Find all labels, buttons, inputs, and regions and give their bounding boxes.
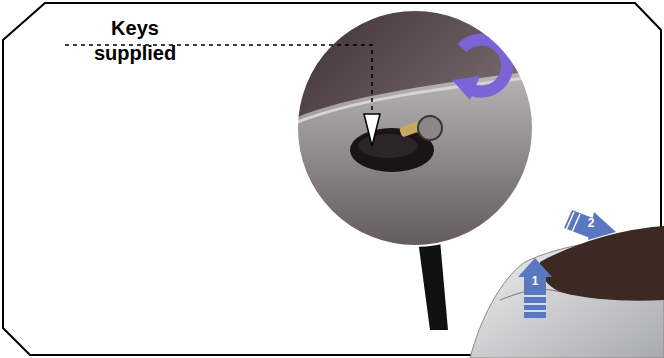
callout-label: Keys supplied xyxy=(70,16,200,66)
callout-number: 1 xyxy=(527,274,543,288)
leader-arrowhead xyxy=(364,114,380,146)
zoom-view xyxy=(290,5,540,255)
callout-number: 2 xyxy=(583,216,599,230)
lift-arrow xyxy=(524,275,546,318)
zoom-pointer xyxy=(418,240,448,330)
scooter-seat xyxy=(540,226,664,301)
